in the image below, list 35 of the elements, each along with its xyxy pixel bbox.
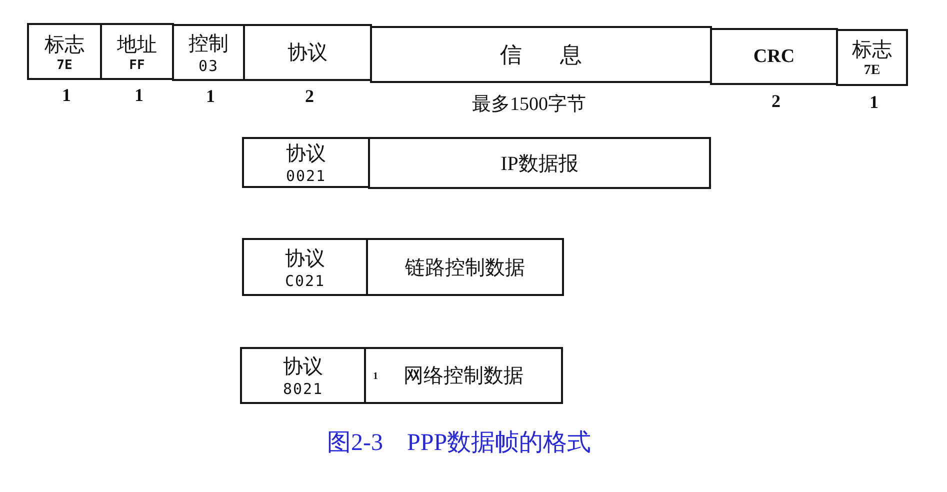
payload-field (366, 238, 564, 296)
field-name: 协议 (283, 355, 323, 380)
field-name: 信息 (500, 40, 620, 68)
payload-field (364, 347, 563, 404)
protocol-field (242, 238, 368, 296)
field-name: 控制 (188, 32, 228, 57)
payload-text: 链路控制数据 (405, 256, 525, 280)
byte-count: 1 (870, 92, 878, 113)
footnote-number: 1 (373, 371, 378, 382)
field-name: 标志 (44, 32, 84, 58)
byte-count: 1 (206, 86, 215, 107)
field-value: FF (129, 58, 145, 72)
figure-caption: 图2-3 PPP数据帧的格式 (327, 430, 592, 456)
byte-count: 2 (305, 86, 314, 107)
field-name: 协议 (285, 246, 325, 272)
protocol-code: 0021 (286, 167, 326, 185)
protocol-code: 8021 (282, 380, 324, 398)
field-name: 协议 (286, 142, 326, 167)
field-value: 7E (864, 63, 880, 79)
byte-count: 1 (62, 85, 71, 106)
field-name: 标志 (852, 38, 892, 63)
byte-count: 最多1500字节 (472, 93, 586, 117)
byte-count: 1 (134, 85, 144, 106)
protocol-field (242, 137, 370, 188)
field-name: 协议 (288, 41, 328, 66)
field-value: 03 (198, 57, 219, 75)
protocol-field (240, 347, 366, 404)
protocol-code: C021 (284, 272, 326, 290)
payload-text: 网络控制数据 (404, 364, 524, 389)
field-name: 地址 (117, 32, 157, 58)
field-value: 7E (56, 58, 72, 72)
payload-field (368, 137, 711, 189)
field-name: CRC (753, 46, 795, 68)
payload-text: IP数据报 (500, 152, 578, 176)
byte-count: 2 (772, 91, 780, 112)
